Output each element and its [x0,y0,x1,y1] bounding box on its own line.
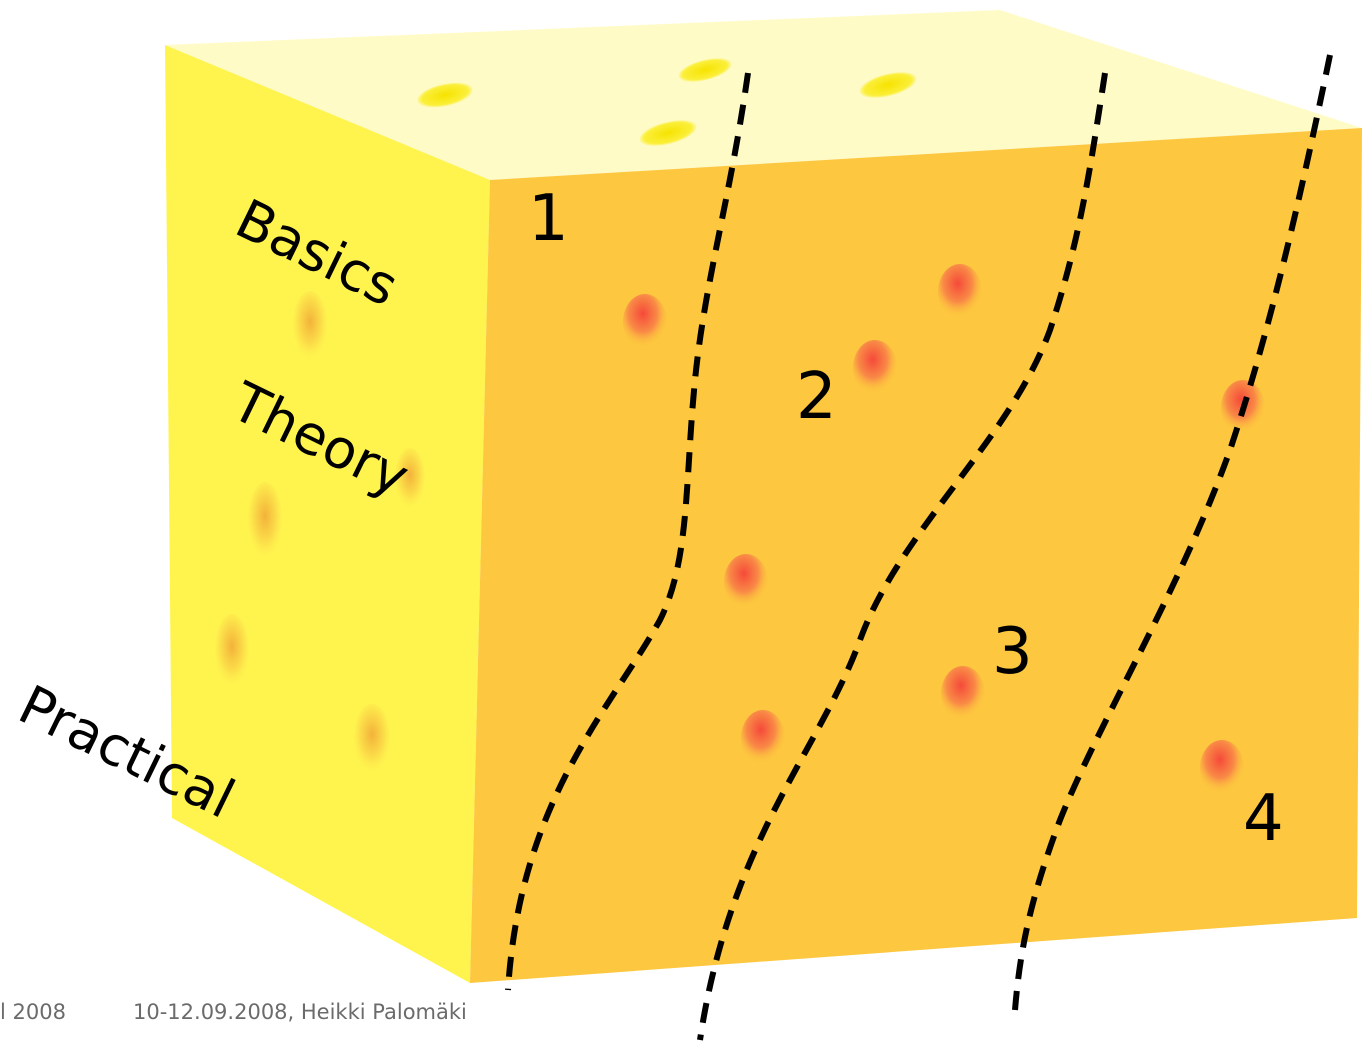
divider-1 [505,72,751,991]
divider-2 [697,72,1108,1041]
footer-left-text: l 2008 [0,1000,66,1024]
dashed-dividers [505,54,1333,1041]
cheese-side-face [165,45,490,983]
cheese-top-face [165,10,1362,180]
region-number-2: 2 [796,360,837,434]
top-holes [417,58,917,146]
footer-date-author: 10-12.09.2008, Heikki Palomäki [133,1000,467,1024]
region-number-4: 4 [1243,782,1284,856]
region-number-1: 1 [528,182,569,256]
cheese-front-face [470,128,1362,983]
divider-3 [1012,54,1333,1011]
side-holes [215,291,425,772]
region-number-3: 3 [992,615,1033,689]
